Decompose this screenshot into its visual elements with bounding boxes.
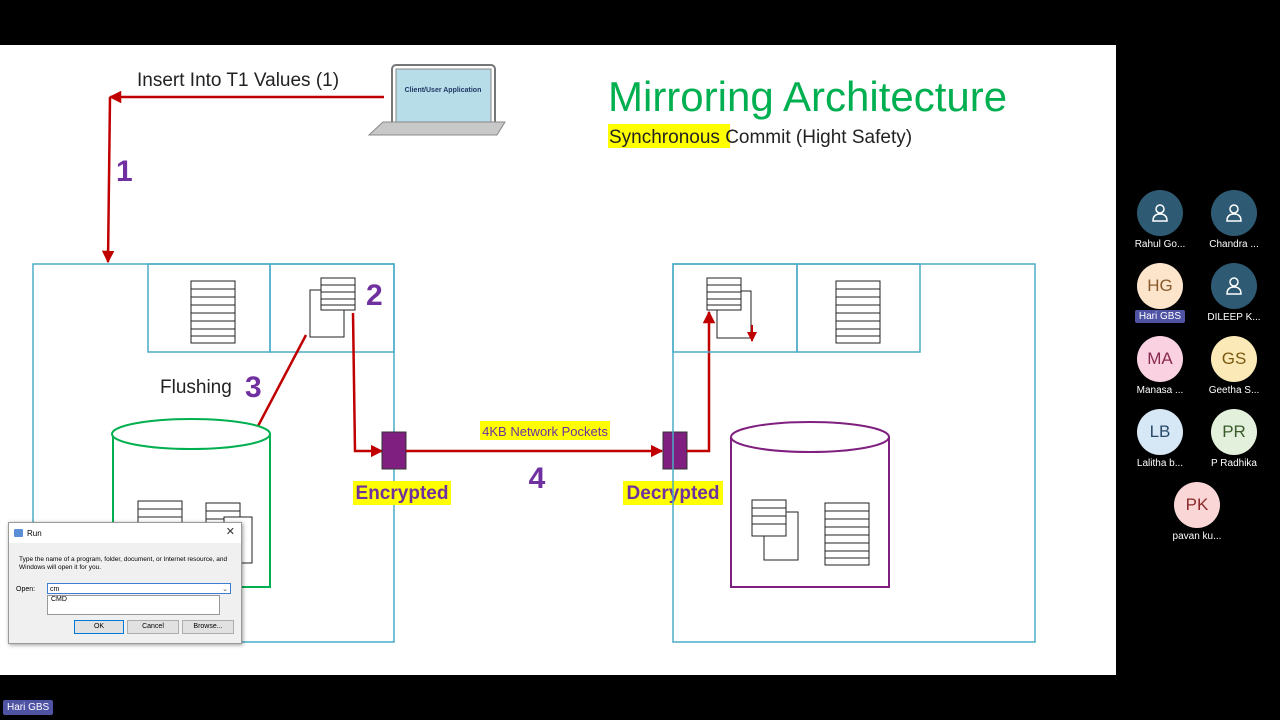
participant-tile[interactable]: DILEEP K...: [1194, 263, 1274, 323]
mirror-data-page-icon: [835, 280, 881, 344]
encrypted-label: Encrypted: [356, 483, 449, 504]
encrypt-endpoint-icon: [381, 431, 407, 470]
run-description: Type the name of a program, folder, docu…: [19, 556, 228, 571]
participant-tile[interactable]: LB Lalitha b...: [1120, 409, 1200, 469]
encrypted-highlight: [353, 481, 451, 505]
participant-name: Geetha S...: [1208, 385, 1260, 396]
participant-name: pavan ku...: [1172, 531, 1222, 542]
chevron-down-icon[interactable]: ⌄: [222, 586, 228, 593]
subtitle-rest: Commit (Hight Safety): [725, 127, 912, 148]
autocomplete-suggestion[interactable]: CMD: [47, 595, 220, 615]
person-icon: [1226, 277, 1242, 295]
mirroring-diagram: Mirroring Architecture Synchronous Commi…: [32, 64, 1036, 643]
principal-log-buffer-cell: [269, 263, 395, 353]
slide-subtitle: Synchronous Commit (Hight Safety): [609, 127, 912, 148]
ok-button[interactable]: OK: [74, 620, 124, 634]
run-icon: [14, 529, 23, 537]
participant-avatar: [1137, 190, 1183, 236]
participant-avatar: [1211, 190, 1257, 236]
mirror-buffer-cell: [796, 263, 921, 353]
log-send-arrow: [351, 312, 384, 458]
person-icon: [1226, 204, 1242, 222]
client-label: Client/User Application: [405, 87, 482, 94]
log-page-icon: [309, 277, 356, 338]
participant-tile[interactable]: MA Manasa ...: [1120, 336, 1200, 396]
open-label: Open:: [16, 586, 36, 593]
browse-button[interactable]: Browse...: [182, 620, 234, 634]
participant-tile[interactable]: Chandra ...: [1194, 190, 1274, 250]
laptop-icon: [367, 64, 506, 136]
participant-tile[interactable]: GS Geetha S...: [1194, 336, 1274, 396]
participant-name: Chandra ...: [1209, 239, 1259, 250]
person-icon: [1152, 204, 1168, 222]
participant-avatar: LB: [1137, 409, 1183, 455]
mirror-receive-arrow: [687, 310, 716, 453]
network-label: 4KB Network Pockets: [482, 424, 608, 439]
step-1: 1: [116, 155, 133, 188]
participant-name: DILEEP K...: [1207, 312, 1261, 323]
step-3: 3: [245, 371, 262, 404]
participant-name: Lalitha b...: [1136, 458, 1184, 469]
participant-tile[interactable]: Rahul Go...: [1120, 190, 1200, 250]
participant-tile[interactable]: HG Hari GBS: [1120, 263, 1200, 328]
participant-name: Hari GBS: [1134, 310, 1186, 323]
slide-title: Mirroring Architecture: [608, 73, 1007, 120]
mirror-log-page-icon: [706, 277, 752, 339]
subtitle-highlight: Synchronous: [609, 127, 725, 148]
participant-avatar: [1211, 263, 1257, 309]
run-input-value: cm: [50, 586, 60, 593]
flushing-label: Flushing: [160, 377, 232, 398]
participant-name: P Radhika: [1211, 458, 1257, 469]
insert-label: Insert Into T1 Values (1): [137, 70, 339, 91]
participant-avatar: PR: [1211, 409, 1257, 455]
cancel-button[interactable]: Cancel: [127, 620, 179, 634]
mirror-database-icon: [730, 421, 890, 588]
data-page-icon: [190, 280, 236, 344]
participant-avatar: MA: [1137, 336, 1183, 382]
participant-avatar: GS: [1211, 336, 1257, 382]
run-title-bar[interactable]: Run ✕: [9, 523, 241, 543]
participant-tile[interactable]: PK pavan ku...: [1157, 482, 1237, 542]
participant-tile[interactable]: PR P Radhika: [1194, 409, 1274, 469]
close-icon[interactable]: ✕: [225, 526, 235, 538]
run-title: Run: [27, 529, 42, 538]
subtitle-highlight-box: [608, 124, 730, 148]
run-dialog[interactable]: Run ✕ Type the name of a program, folder…: [8, 522, 242, 644]
step-2: 2: [366, 279, 383, 312]
participant-name: Manasa ...: [1136, 385, 1184, 396]
participant-avatar: HG: [1137, 263, 1183, 309]
run-open-input[interactable]: cm ⌄: [47, 583, 231, 594]
arrow-to-principal: [101, 96, 115, 264]
participant-avatar: PK: [1174, 482, 1220, 528]
self-video-label: Hari GBS: [3, 700, 54, 715]
step-4: 4: [529, 462, 546, 495]
decrypt-endpoint-icon: [662, 431, 688, 470]
network-highlight: [480, 421, 610, 440]
participant-name: Rahul Go...: [1134, 239, 1186, 250]
